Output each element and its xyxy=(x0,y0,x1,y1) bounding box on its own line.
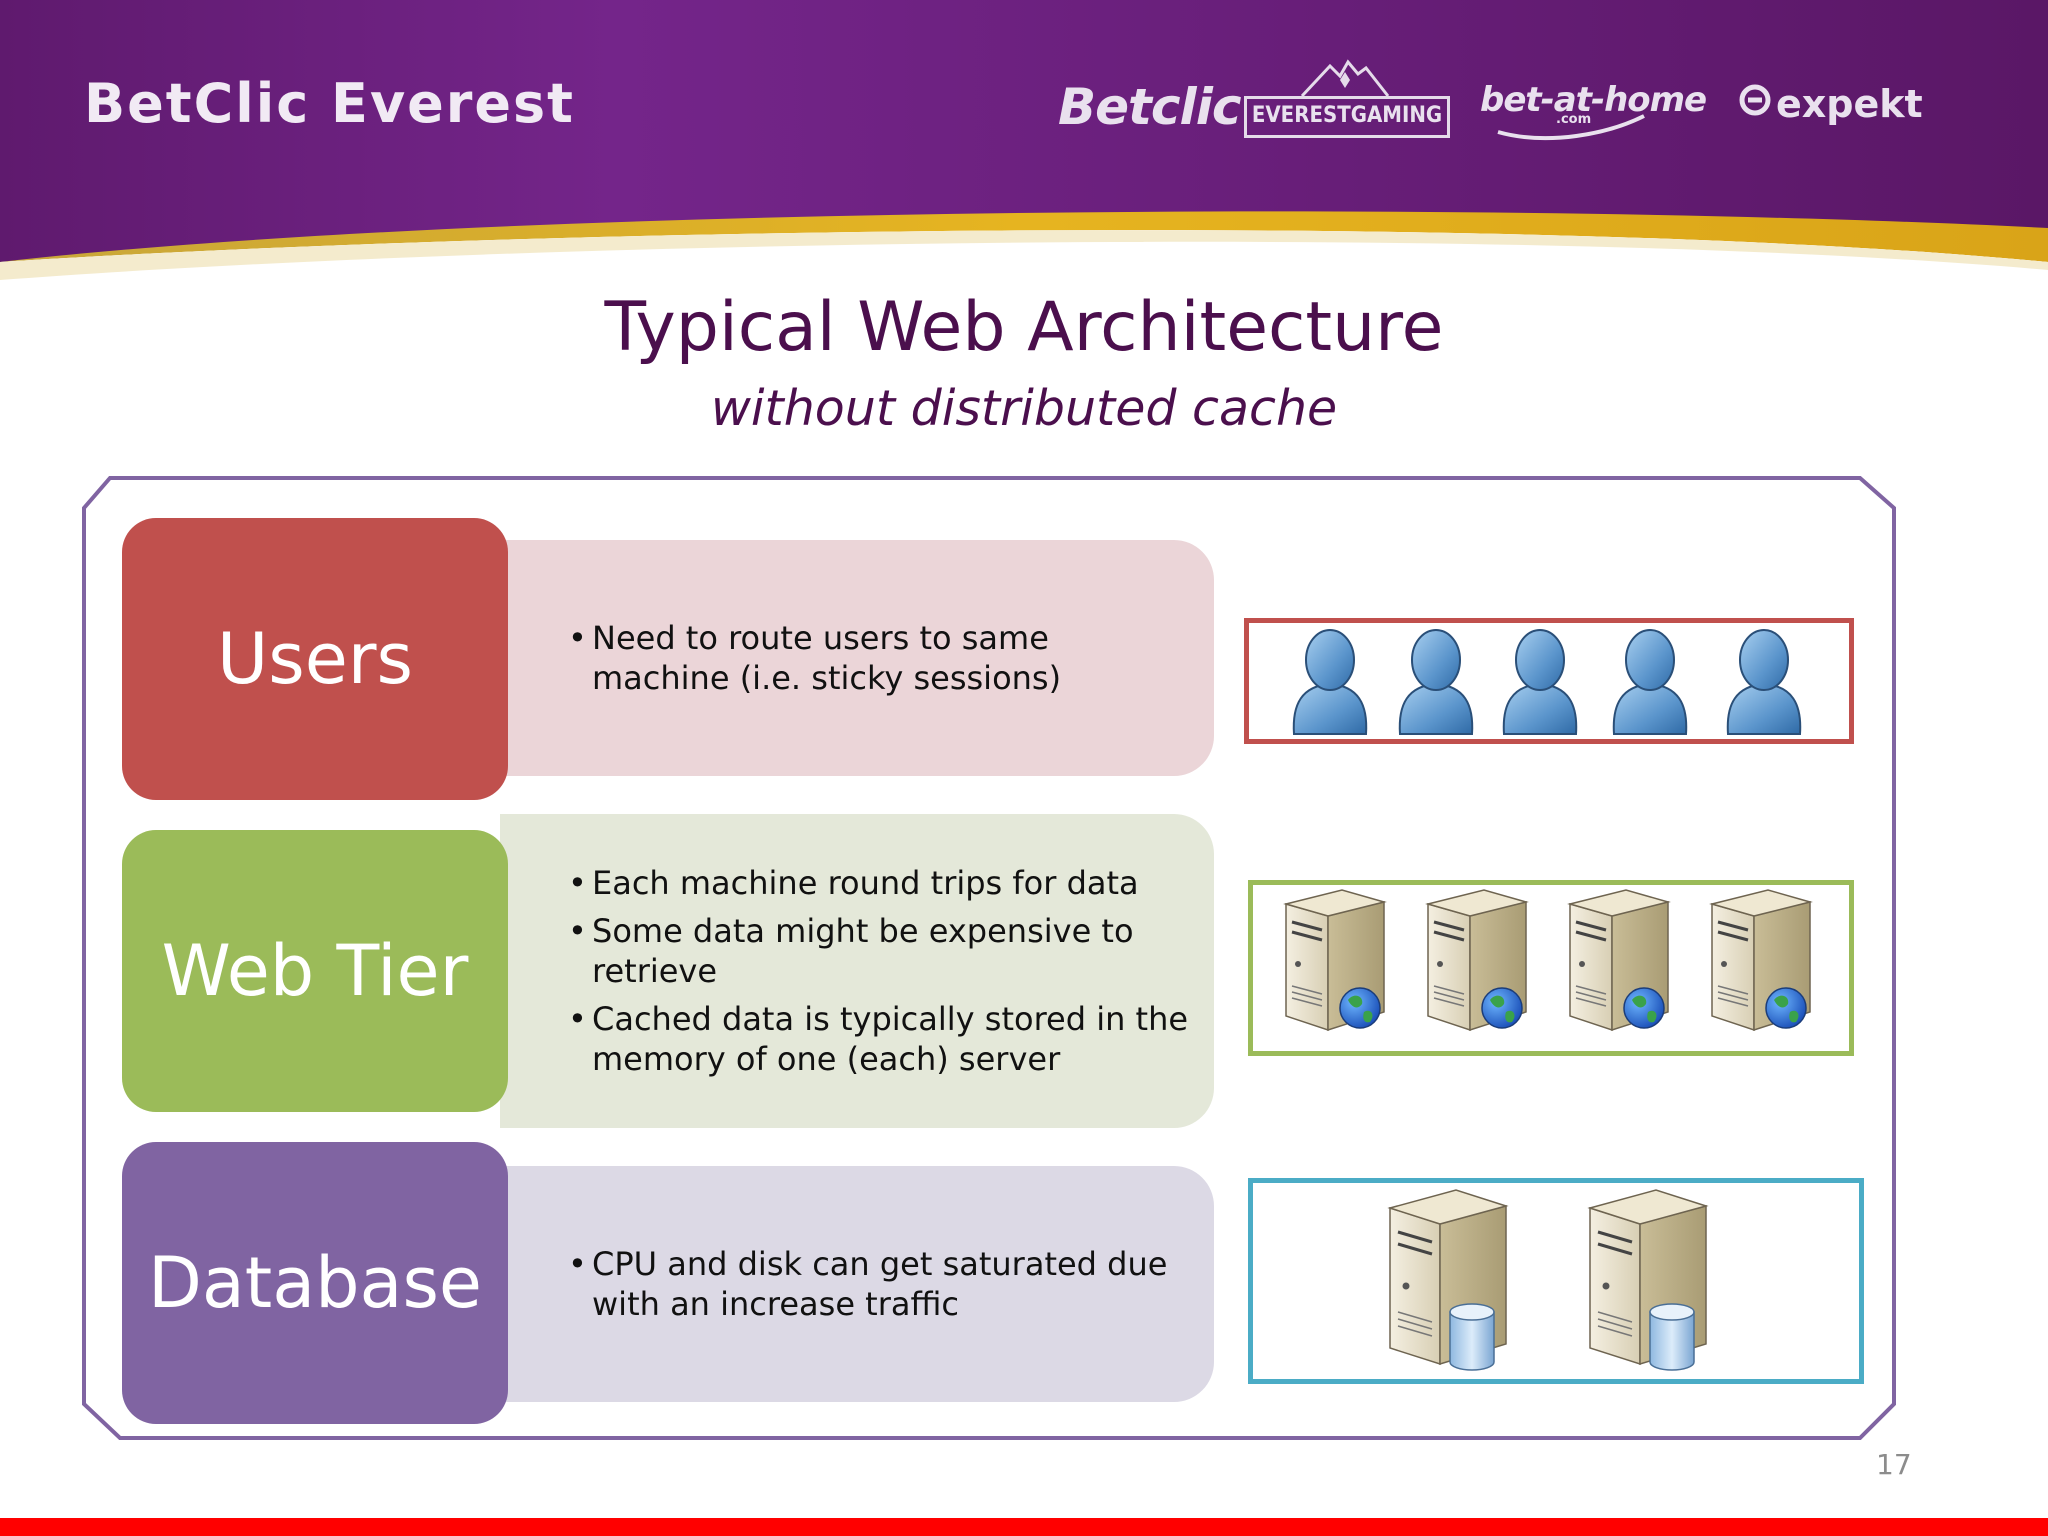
web-tier-label: Web Tier xyxy=(122,830,508,1112)
bet-at-home-sub: .com xyxy=(1556,112,1592,127)
web-tier-bullet: Cached data is typically stored in the m… xyxy=(568,999,1194,1079)
user-icon xyxy=(1398,629,1474,735)
database-bullet: CPU and disk can get saturated due with … xyxy=(568,1244,1194,1324)
web-tier-description: Each machine round trips for data Some d… xyxy=(500,814,1214,1128)
web-tier-bullet: Some data might be expensive to retrieve xyxy=(568,911,1194,991)
web-server-icon xyxy=(1709,889,1813,1032)
bottom-accent-bar xyxy=(0,1518,2048,1536)
everest-mountain-icon xyxy=(1300,59,1390,98)
web-server-icon xyxy=(1283,889,1387,1032)
expekt-mark-icon xyxy=(1738,82,1772,126)
header-banner xyxy=(0,0,2048,290)
slide-subtitle: without distributed cache xyxy=(710,380,1338,437)
everest-gaming-logo: EVERESTGAMING xyxy=(1244,96,1450,138)
users-bullet: Need to route users to same machine (i.e… xyxy=(568,618,1194,698)
database-servers-icon-frame xyxy=(1248,1178,1864,1384)
bet-at-home-logo: bet-at-home xyxy=(1480,80,1707,120)
expekt-logo: expekt xyxy=(1738,82,1923,126)
user-icon xyxy=(1612,629,1688,735)
user-icon xyxy=(1502,629,1578,735)
bet-at-home-swoosh-icon xyxy=(1497,114,1645,141)
diagram-frame xyxy=(82,476,1896,1440)
slide-title: Typical Web Architecture xyxy=(604,288,1444,367)
expekt-logo-text: expekt xyxy=(1776,82,1923,126)
user-icon xyxy=(1726,629,1802,735)
web-tier-bullet: Each machine round trips for data xyxy=(568,863,1194,903)
betclic-logo: Betclic xyxy=(1058,78,1241,136)
database-description: CPU and disk can get saturated due with … xyxy=(500,1166,1214,1402)
database-server-icon xyxy=(1587,1189,1709,1371)
web-server-icon xyxy=(1567,889,1671,1032)
users-description: Need to route users to same machine (i.e… xyxy=(500,540,1214,776)
database-server-icon xyxy=(1387,1189,1509,1371)
web-server-icon xyxy=(1425,889,1529,1032)
user-icon xyxy=(1292,629,1368,735)
users-label: Users xyxy=(122,518,508,800)
brand-logo-text: BetClic Everest xyxy=(84,72,575,135)
page-number: 17 xyxy=(1876,1448,1912,1481)
database-label: Database xyxy=(122,1142,508,1424)
